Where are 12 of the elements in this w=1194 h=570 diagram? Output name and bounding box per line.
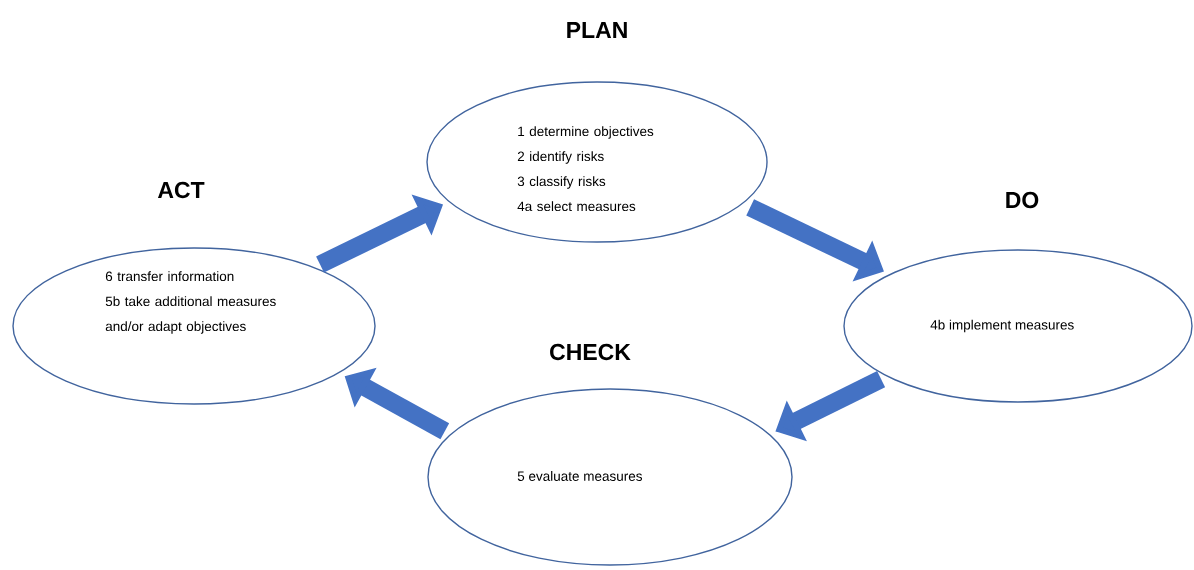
- step-text: 5 evaluate measures: [517, 471, 642, 481]
- step-text: 2 identify risks: [517, 151, 604, 164]
- step-text: 5b take additional measures and/or adapt objectives: [105, 296, 276, 334]
- step-text: 4b implement measures: [930, 319, 1074, 333]
- step-text: 1 determine objectives: [518, 126, 654, 139]
- heading: DO: [1006, 191, 1039, 209]
- heading: PLAN: [567, 22, 627, 38]
- step-text: 6 transfer information: [105, 271, 234, 282]
- heading: CHECK: [550, 343, 631, 361]
- step-text: 4a select measures: [517, 201, 636, 212]
- heading: ACT: [157, 181, 205, 199]
- step-text: 3 classify risks: [517, 176, 606, 189]
